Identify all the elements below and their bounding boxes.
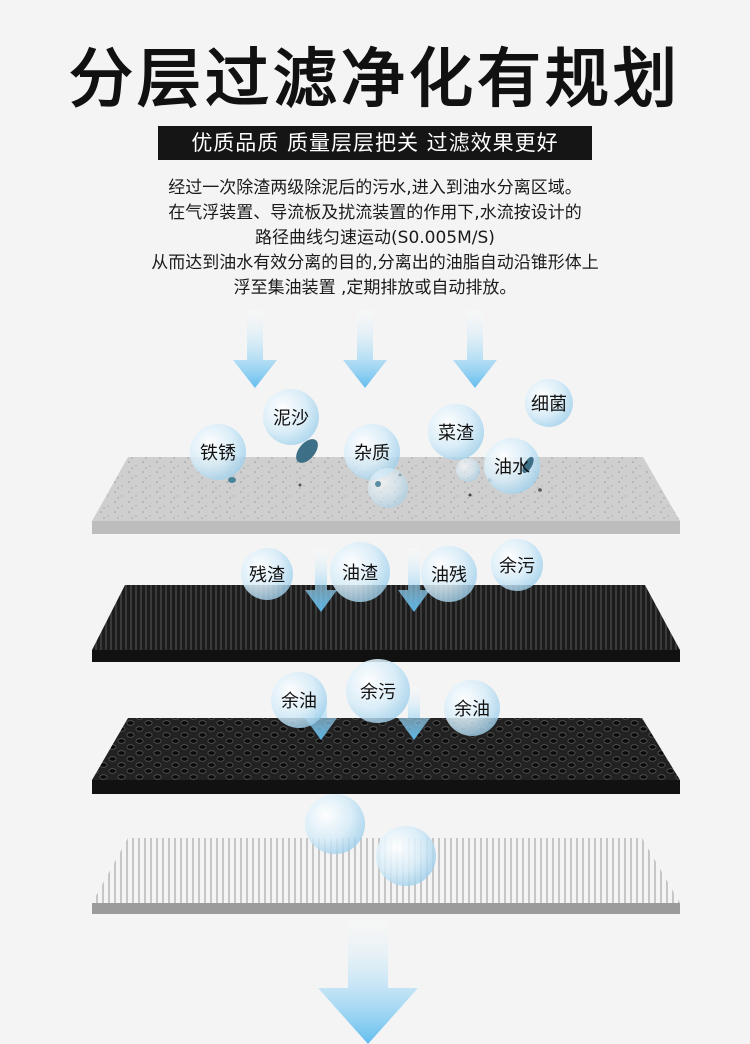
bubble-label: 余污 xyxy=(499,556,535,577)
description-line: 在气浮装置、导流板及扰流装置的作用下,水流按设计的 xyxy=(168,203,582,223)
subtitle-banner: 优质品质 质量层层把关 过滤效果更好 xyxy=(158,126,592,160)
bubble-group xyxy=(241,539,543,602)
bubble-label: 残渣 xyxy=(249,565,285,586)
filter-layer-honeycomb xyxy=(92,718,680,794)
filter-layer-oil-residue xyxy=(92,585,680,662)
bubble-label: 余油 xyxy=(281,691,317,712)
bubble-label: 细菌 xyxy=(531,394,567,415)
bubble-label: 油残 xyxy=(431,565,467,586)
bubble-label: 余油 xyxy=(454,699,490,720)
bubble-label: 菜渣 xyxy=(438,423,474,444)
down-arrow-icon xyxy=(318,920,418,1044)
bubble-label: 泥沙 xyxy=(273,408,309,429)
description-line: 从而达到油水有效分离的目的,分离出的油脂自动沿锥形体上 xyxy=(151,253,599,273)
bubble-label: 铁锈 xyxy=(200,443,236,464)
bubble-label: 杂质 xyxy=(354,443,390,464)
down-arrow-icon xyxy=(233,310,497,388)
bubble-label: 油渣 xyxy=(342,563,378,584)
page-title: 分层过滤净化有规划 xyxy=(69,43,681,117)
description-line: 经过一次除渣两级除泥后的污水,进入到油水分离区域。 xyxy=(168,178,582,198)
bubble-label: 余污 xyxy=(360,682,396,703)
description-text: 经过一次除渣两级除泥后的污水,进入到油水分离区域。 在气浮装置、导流板及扰流装置… xyxy=(0,176,750,301)
bubble-label: 油水 xyxy=(494,457,530,478)
description-line: 路径曲线匀速运动(S0.005M/S) xyxy=(255,228,495,248)
bubble-group xyxy=(190,379,573,508)
bubble-group xyxy=(271,659,500,736)
description-line: 浮至集油装置 ,定期排放或自动排放。 xyxy=(233,278,517,298)
bubble-group xyxy=(305,794,436,886)
